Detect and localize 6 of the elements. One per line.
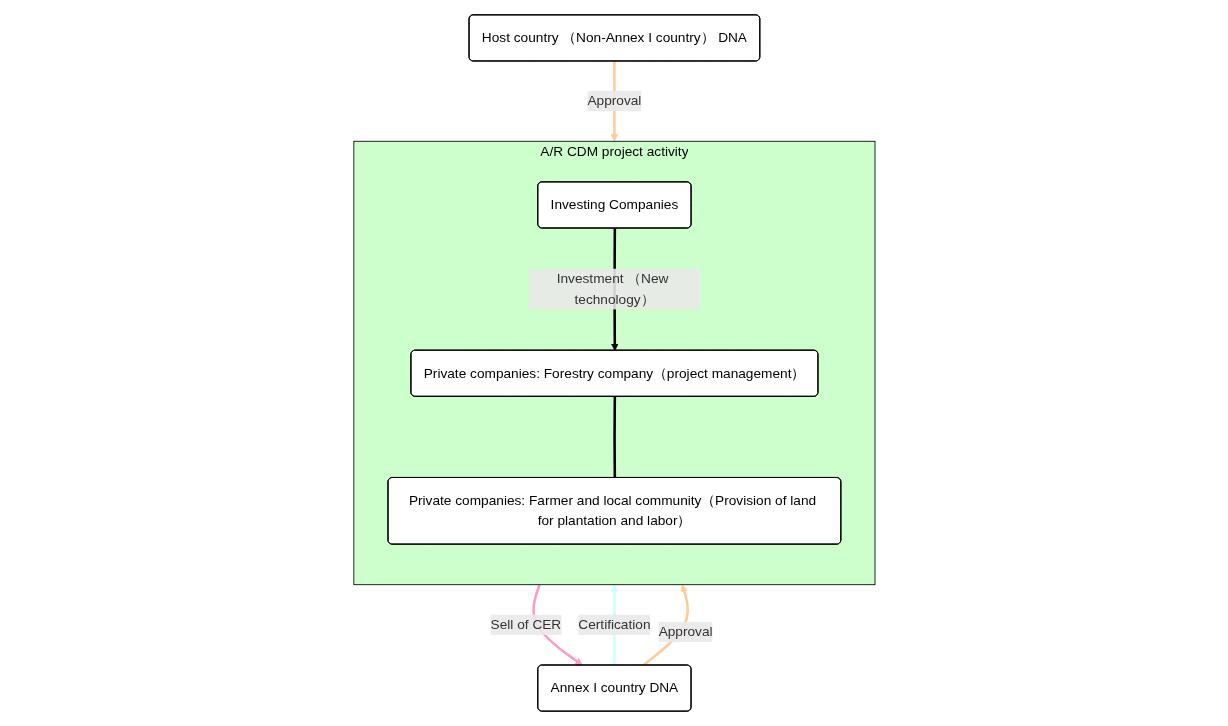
edge-label: Approval: [658, 624, 713, 639]
edge-label: Sell of CER: [490, 617, 561, 632]
connector: [612, 396, 616, 478]
edge-label: Certification: [577, 617, 651, 632]
edge-label: Investment （New technology）: [556, 271, 668, 307]
edge-label: Approval: [587, 93, 641, 108]
